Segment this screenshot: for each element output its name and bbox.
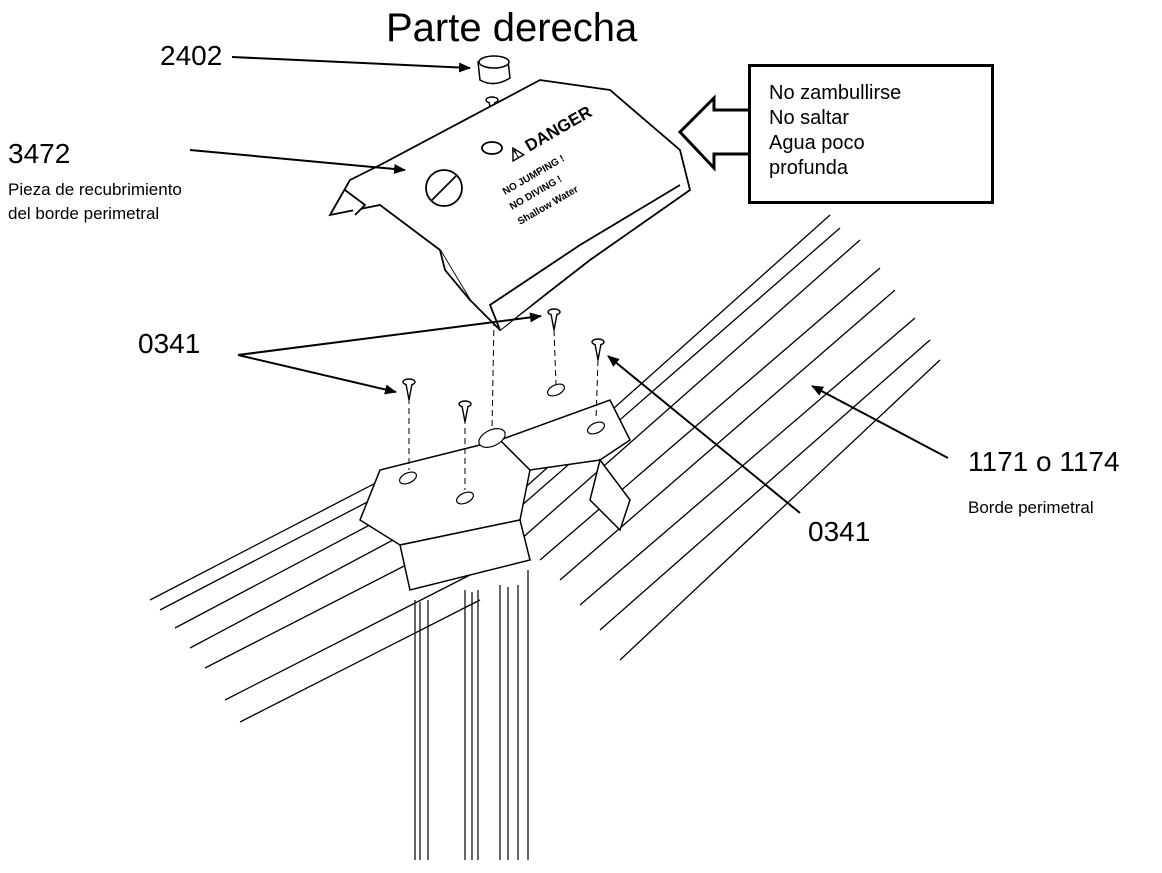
leader-2402	[231, 56, 471, 73]
part-3472-desc-2: del borde perimetral	[8, 204, 160, 223]
diagram-title: Parte derecha	[386, 6, 638, 50]
screw-group	[402, 96, 605, 423]
screw-center	[547, 308, 561, 331]
part-3472-label: 3472	[8, 138, 71, 169]
part-0341-right-label: 0341	[808, 516, 871, 547]
leader-0341-c	[607, 355, 801, 514]
ledge-cover-3472-shape	[328, 79, 692, 332]
warning-line-4: profunda	[769, 157, 848, 179]
screw-right	[591, 338, 605, 361]
screw-left-2	[458, 400, 472, 423]
warning-line-3: Agua poco	[769, 132, 865, 154]
warning-text: No zambullirse No saltar Agua poco profu…	[769, 81, 901, 181]
screw-slots	[398, 383, 606, 505]
part-1171-desc: Borde perimetral	[968, 498, 1094, 517]
upright-posts	[414, 570, 529, 860]
warning-box: No zambullirse No saltar Agua poco profu…	[748, 64, 994, 204]
leader-arrows	[189, 56, 949, 514]
part-2402-label: 2402	[160, 40, 223, 71]
part-1171-label: 1171 o 1174	[968, 446, 1120, 477]
leader-1171	[811, 385, 949, 459]
leader-0341-b	[237, 354, 397, 395]
warning-line-1: No zambullirse	[769, 82, 902, 104]
leader-3472	[189, 149, 406, 174]
leader-0341-a	[237, 312, 542, 356]
warning-line-2: No saltar	[769, 107, 850, 129]
screw-left-1	[402, 378, 416, 401]
warning-pointer-arrow	[677, 94, 748, 172]
ledge-joint-section	[359, 399, 631, 591]
part-0341-left-label: 0341	[138, 328, 201, 359]
part-3472-desc-1: Pieza de recubrimiento	[8, 180, 182, 199]
plug-2402-shape	[477, 55, 511, 85]
